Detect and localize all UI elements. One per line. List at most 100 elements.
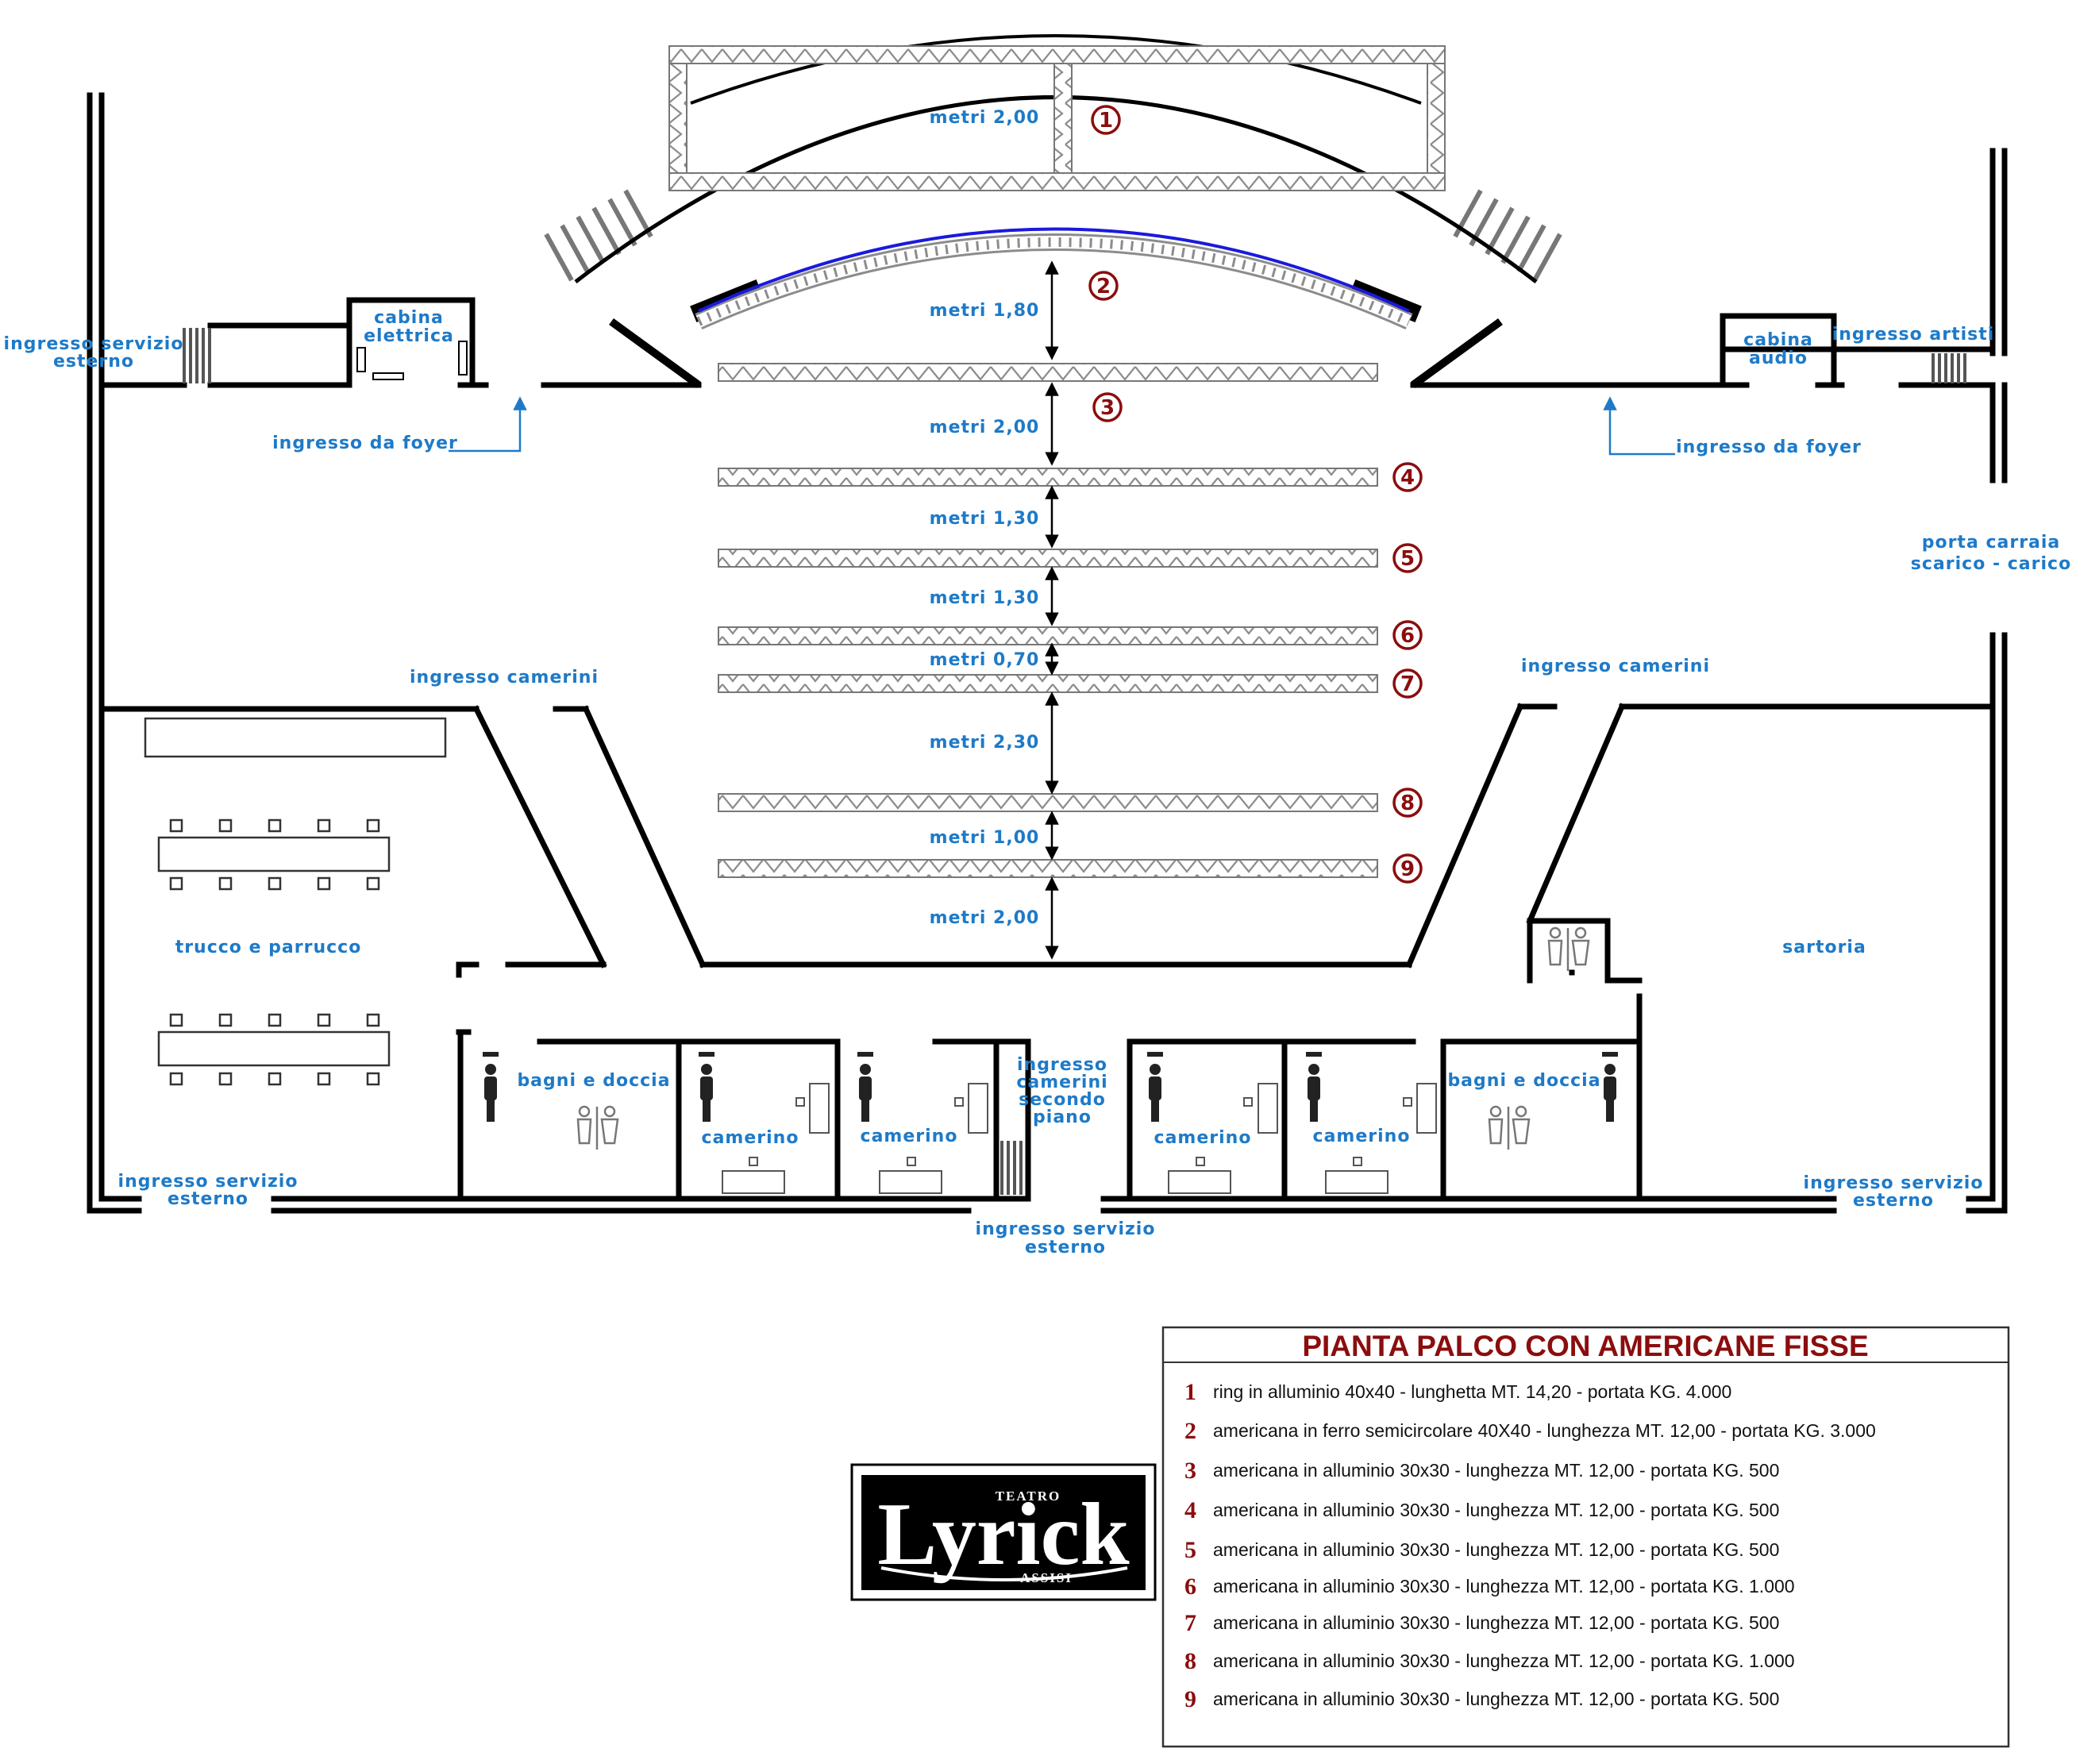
- truss-6: [718, 626, 1378, 645]
- shower-person-icon: [857, 1052, 873, 1122]
- shower-person-icon: [1147, 1052, 1163, 1122]
- legend-item-text: americana in alluminio 30x30 - lunghezza…: [1213, 1689, 1779, 1709]
- truss-number-3: 3: [1092, 392, 1123, 422]
- distance-label-9: metri 2,00: [930, 908, 1040, 928]
- shower-person-icon: [699, 1052, 714, 1122]
- legend-item-number: 7: [1184, 1610, 1196, 1636]
- foyer-arrows: [449, 396, 1675, 456]
- trucco-furniture: [144, 717, 447, 1086]
- svg-text:esterno: esterno: [1025, 1238, 1106, 1258]
- legend-item-text: americana in alluminio 30x30 - lunghezza…: [1213, 1539, 1779, 1560]
- logo-bottom-text: ASSISI: [1020, 1570, 1073, 1585]
- svg-text:camerini: camerini: [1016, 1073, 1107, 1092]
- truss-number-badges: 1 2 3 4 5 6 7 8 9: [1088, 105, 1423, 884]
- shower-person-icons: [483, 1052, 1618, 1122]
- distance-label-5: metri 1,30: [930, 588, 1040, 608]
- camerini-furniture: [722, 1083, 1437, 1194]
- svg-text:2: 2: [1096, 275, 1111, 298]
- label-ingresso-artisti: ingresso artisti: [1832, 325, 1995, 345]
- walls: [87, 92, 2008, 1214]
- distance-label-8: metri 1,00: [930, 828, 1040, 848]
- svg-text:esterno: esterno: [53, 352, 134, 372]
- truss-4: [718, 468, 1378, 487]
- lyrick-logo: TEATRO Lyrick ASSISI: [850, 1463, 1157, 1601]
- svg-text:audio: audio: [1749, 349, 1808, 368]
- svg-text:5: 5: [1400, 547, 1415, 571]
- label-porta-carraia: porta carraia: [1922, 533, 2061, 553]
- label-ingresso-camerini-right: ingresso camerini: [1521, 657, 1710, 676]
- truss-number-6: 6: [1392, 620, 1423, 650]
- svg-text:scarico - carico: scarico - carico: [1911, 554, 2071, 574]
- legend-item-text: americana in alluminio 30x30 - lunghezza…: [1213, 1460, 1779, 1481]
- restroom-icon: [1547, 926, 1590, 971]
- shower-person-icon: [483, 1052, 499, 1122]
- svg-text:esterno: esterno: [168, 1189, 248, 1209]
- legend-title: PIANTA PALCO CON AMERICANE FISSE: [1302, 1330, 1868, 1362]
- svg-text:secondo: secondo: [1019, 1090, 1106, 1110]
- label-ingresso-foyer-right: ingresso da foyer: [1676, 437, 1862, 457]
- svg-text:4: 4: [1400, 466, 1415, 490]
- truss-8: [718, 793, 1378, 812]
- svg-text:elettrica: elettrica: [364, 326, 454, 346]
- label-camerino-3: camerino: [1154, 1128, 1252, 1148]
- label-bagni-right: bagni e doccia: [1447, 1071, 1600, 1091]
- stairs-nw: [183, 328, 211, 383]
- label-cabina-elettrica: cabina: [374, 308, 444, 328]
- logo-top-text: TEATRO: [996, 1489, 1061, 1504]
- truss-5: [718, 549, 1378, 568]
- legend-item-number: 3: [1184, 1458, 1196, 1484]
- legend-item-number: 4: [1184, 1497, 1196, 1523]
- legend-item-text: americana in ferro semicircolare 40X40 -…: [1213, 1420, 1876, 1441]
- legend: PIANTA PALCO CON AMERICANE FISSE 1 ring i…: [1161, 1326, 2010, 1748]
- truss-number-1: 1: [1091, 105, 1121, 135]
- legend-item-text: americana in alluminio 30x30 - lunghezza…: [1213, 1650, 1795, 1671]
- svg-text:3: 3: [1100, 396, 1115, 420]
- label-camerino-2: camerino: [861, 1127, 958, 1146]
- legend-item-text: americana in alluminio 30x30 - lunghezza…: [1213, 1576, 1795, 1596]
- label-sartoria: sartoria: [1782, 938, 1866, 957]
- label-bagni-left: bagni e doccia: [517, 1071, 670, 1091]
- shower-person-icon: [1306, 1052, 1322, 1122]
- label-ingresso-servizio-nw: ingresso servizio: [4, 334, 184, 354]
- truss-3: [718, 363, 1378, 382]
- legend-item-number: 6: [1184, 1573, 1196, 1600]
- distance-label-6: metri 0,70: [930, 650, 1040, 670]
- truss-7: [718, 674, 1378, 693]
- truss-9: [718, 859, 1378, 878]
- label-ingresso-secondo-piano: ingresso: [1017, 1055, 1107, 1075]
- legend-item-number: 1: [1184, 1379, 1196, 1405]
- distance-label-4: metri 1,30: [930, 509, 1040, 529]
- truss-number-8: 8: [1392, 788, 1423, 818]
- svg-text:9: 9: [1400, 857, 1415, 881]
- stairs-ne: [1932, 353, 1966, 383]
- proscenium: [609, 318, 1503, 389]
- distance-label-2: metri 1,80: [930, 301, 1040, 321]
- label-cabina-audio: cabina: [1743, 330, 1813, 350]
- legend-item-text: americana in alluminio 30x30 - lunghezza…: [1213, 1612, 1779, 1633]
- legend-items: 1 ring in alluminio 40x40 - lunghetta MT.…: [1184, 1379, 1876, 1712]
- restroom-icon: [1488, 1105, 1531, 1150]
- legend-item-number: 5: [1184, 1537, 1196, 1563]
- svg-text:7: 7: [1400, 672, 1415, 696]
- restroom-icon: [576, 1105, 619, 1150]
- svg-text:piano: piano: [1033, 1107, 1092, 1127]
- legend-item-text: americana in alluminio 30x30 - lunghezza…: [1213, 1500, 1779, 1520]
- truss-number-9: 9: [1392, 853, 1423, 884]
- back-arc-inner: [690, 34, 1422, 105]
- label-ingresso-foyer-left: ingresso da foyer: [272, 433, 458, 453]
- label-ingresso-servizio-sw: ingresso servizio: [118, 1172, 298, 1192]
- label-trucco: trucco e parrucco: [175, 938, 362, 957]
- truss-number-2: 2: [1088, 271, 1119, 301]
- label-ingresso-servizio-se: ingresso servizio: [1804, 1173, 1984, 1193]
- label-camerino-4: camerino: [1313, 1127, 1411, 1146]
- room-labels: ingresso servizio esterno cabina elettri…: [4, 308, 2071, 1258]
- distance-labels: metri 2,00 metri 1,80 metri 2,00 metri 1…: [930, 108, 1040, 928]
- distance-label-3: metri 2,00: [930, 418, 1040, 437]
- shower-person-icon: [1602, 1052, 1618, 1122]
- stairs-second-floor: [1000, 1141, 1023, 1195]
- svg-text:8: 8: [1400, 791, 1415, 815]
- legend-item-text: ring in alluminio 40x40 - lunghetta MT. …: [1213, 1381, 1731, 1402]
- logo-main-text: Lyrick: [877, 1485, 1130, 1584]
- legend-item-number: 2: [1184, 1418, 1196, 1444]
